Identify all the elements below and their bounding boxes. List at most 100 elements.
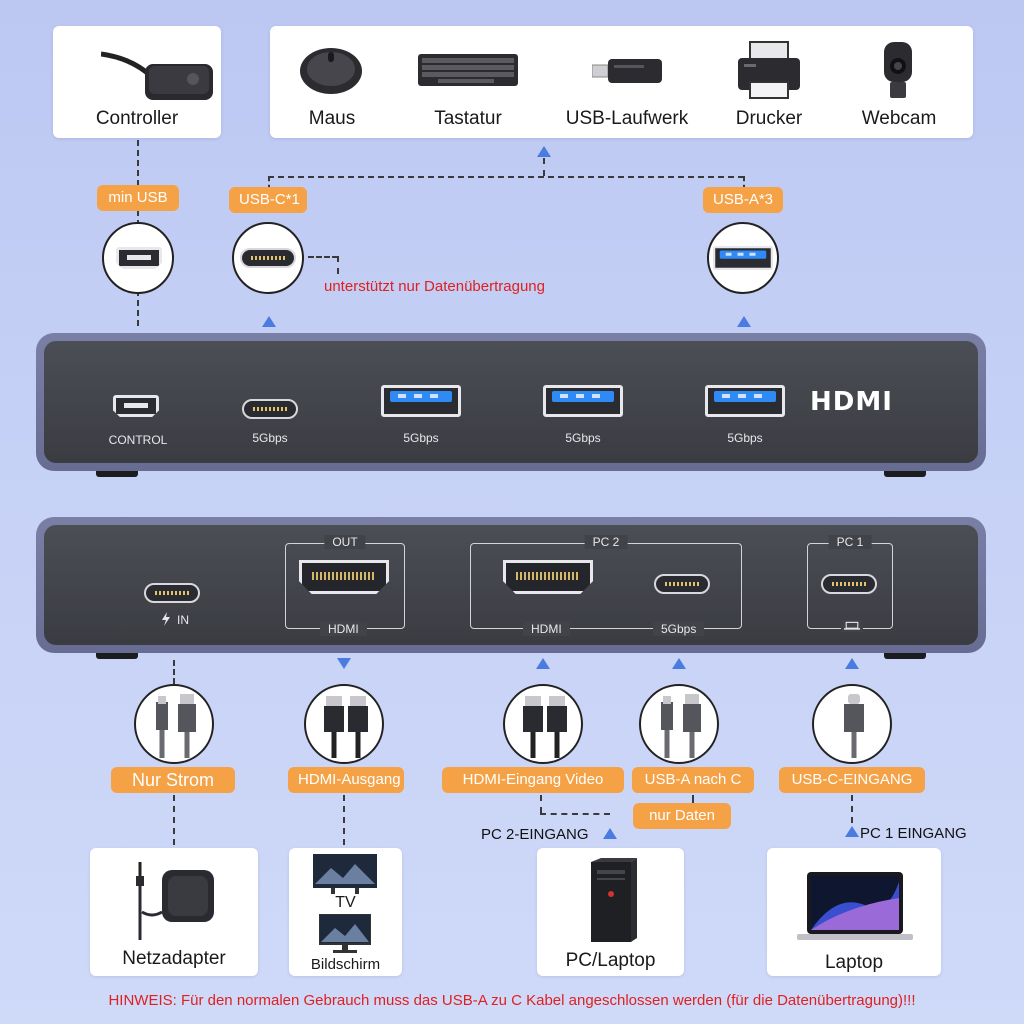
hdmi-out-cable-closeup <box>304 684 384 764</box>
peripherals-arrow <box>537 146 551 157</box>
pc2-eingang-label: PC 2-EINGANG <box>481 826 589 843</box>
control-port-label: CONTROL <box>108 433 168 447</box>
printer-icon <box>738 41 800 99</box>
lightning-icon <box>162 612 170 626</box>
usbc-arrow-up <box>262 316 276 327</box>
pc1-eingang-arrow <box>845 826 859 837</box>
usbc-count-tag: USB-C*1 <box>229 187 307 213</box>
front-panel-foot-right <box>884 471 926 477</box>
peripheral-label-usb-laufwerk: USB-Laufwerk <box>565 108 689 129</box>
usbc-port-icon <box>240 248 296 268</box>
usba-closeup <box>707 222 779 294</box>
pc2-hdmi-arrow-up <box>536 658 550 669</box>
front-usba-port-3 <box>705 385 785 417</box>
usbc-closeup <box>232 222 304 294</box>
laptop-label: Laptop <box>824 952 884 973</box>
out-hdmi-label: HDMI <box>320 622 367 636</box>
peripheral-label-webcam: Webcam <box>861 108 937 129</box>
pc2-eingang-arrow <box>603 828 617 839</box>
laptop-icon <box>797 872 913 940</box>
out-hdmi-port <box>299 560 389 594</box>
front-panel: CONTROL 5Gbps 5Gbps 5Gbps 5Gbps HDMI <box>36 333 986 471</box>
usbc-in-down-line <box>851 795 853 823</box>
power-in-port <box>144 583 200 603</box>
tv-icon <box>313 854 377 894</box>
monitor-icon <box>319 914 371 953</box>
usba-to-c-cable-icon-2 <box>661 694 701 758</box>
nur-strom-tag: Nur Strom <box>111 767 235 793</box>
hinweis-note: HINWEIS: Für den normalen Gebrauch muss … <box>108 992 916 1009</box>
hdmi-ausgang-tag: HDMI-Ausgang <box>288 767 404 793</box>
control-port <box>113 395 159 417</box>
hdmi-cable-icon-2 <box>523 696 567 758</box>
pc2-hdmi-label: HDMI <box>523 622 570 636</box>
usba-to-c-cable-icon <box>156 694 196 758</box>
mini-usb-port-icon <box>116 247 162 269</box>
usba-count-tag: USB-A*3 <box>703 187 783 213</box>
hdmi-out-arrow-down <box>337 658 351 669</box>
controller-switch-icon <box>101 51 213 100</box>
power-down-line <box>173 795 175 845</box>
pc2-usbc-label: 5Gbps <box>653 622 705 636</box>
hdmi-out-down-line <box>343 795 345 845</box>
hdmi-eingang-tag: HDMI-Eingang Video <box>442 767 624 793</box>
usbc-eingang-tag: USB-C-EINGANG <box>779 767 925 793</box>
pc-tower-icon <box>591 858 637 942</box>
pc2-usbc-port <box>654 574 710 594</box>
front-panel-face: CONTROL 5Gbps 5Gbps 5Gbps 5Gbps HDMI <box>44 341 978 463</box>
peripherals-stem-line <box>543 158 545 176</box>
hdmi-cable-icon <box>324 696 368 758</box>
pc2-hdmi-port <box>503 560 593 594</box>
laptop-symbol-icon <box>841 620 863 632</box>
usba-port-icon <box>713 246 773 270</box>
front-usba-port-1 <box>381 385 461 417</box>
controller-card: Controller <box>53 26 221 138</box>
controller-label: Controller <box>95 108 179 129</box>
usb-drive-icon <box>592 59 662 83</box>
pc2-join-line <box>540 813 610 815</box>
netzadapter-label: Netzadapter <box>122 948 226 969</box>
peripherals-bus-line <box>268 176 744 178</box>
peripheral-label-tastatur: Tastatur <box>434 108 502 129</box>
pc1-usbc-arrow-up <box>845 658 859 669</box>
nur-daten-tag: nur Daten <box>633 803 731 829</box>
hdmi-logo: HDMI <box>810 387 893 417</box>
keyboard-icon <box>418 54 518 86</box>
pc1-usbc-port <box>821 574 877 594</box>
front-usbc-speed: 5Gbps <box>252 431 288 445</box>
pc1-eingang-label: PC 1 EINGANG <box>860 825 967 842</box>
display-card: TV Bildschirm <box>289 848 402 976</box>
pc-laptop-label: PC/Laptop <box>565 950 656 971</box>
front-usba-speed-1: 5Gbps <box>403 431 439 445</box>
pc1-group: PC 1 <box>807 535 893 632</box>
bildschirm-label: Bildschirm <box>310 956 381 973</box>
power-in-label: IN <box>177 613 189 627</box>
usba-c-down-line <box>692 795 694 803</box>
front-usba-port-2 <box>543 385 623 417</box>
out-group: OUT HDMI <box>285 535 405 636</box>
pc2-group-title: PC 2 <box>584 535 628 549</box>
usbc-in-cable-closeup <box>812 684 892 764</box>
mouse-icon <box>300 48 362 94</box>
usbc-cable-icon <box>844 694 864 758</box>
peripheral-label-drucker: Drucker <box>735 108 803 129</box>
mini-usb-closeup <box>102 222 174 294</box>
rear-panel: IN OUT HDMI PC 2 HDMI 5Gbps PC 1 <box>36 517 986 653</box>
mini-usb-tag: min USB <box>97 185 179 211</box>
hdmi-in-cable-closeup <box>503 684 583 764</box>
pc2-group: PC 2 HDMI 5Gbps <box>470 535 742 636</box>
rear-panel-foot-left <box>96 653 138 659</box>
front-usbc-port <box>242 399 298 419</box>
rear-panel-face: IN OUT HDMI PC 2 HDMI 5Gbps PC 1 <box>44 525 978 645</box>
front-panel-foot-left <box>96 471 138 477</box>
tv-label: TV <box>335 894 356 911</box>
usba-nach-c-tag: USB-A nach C <box>632 767 754 793</box>
webcam-icon <box>884 42 912 98</box>
power-connector-line <box>173 660 175 684</box>
netzadapter-card: Netzadapter <box>90 848 258 976</box>
pc2-usbc-arrow-up <box>672 658 686 669</box>
usba-to-c-cable-closeup <box>639 684 719 764</box>
rear-panel-foot-right <box>884 653 926 659</box>
usbc-bus-drop <box>268 176 270 190</box>
power-adapter-icon <box>136 862 214 940</box>
